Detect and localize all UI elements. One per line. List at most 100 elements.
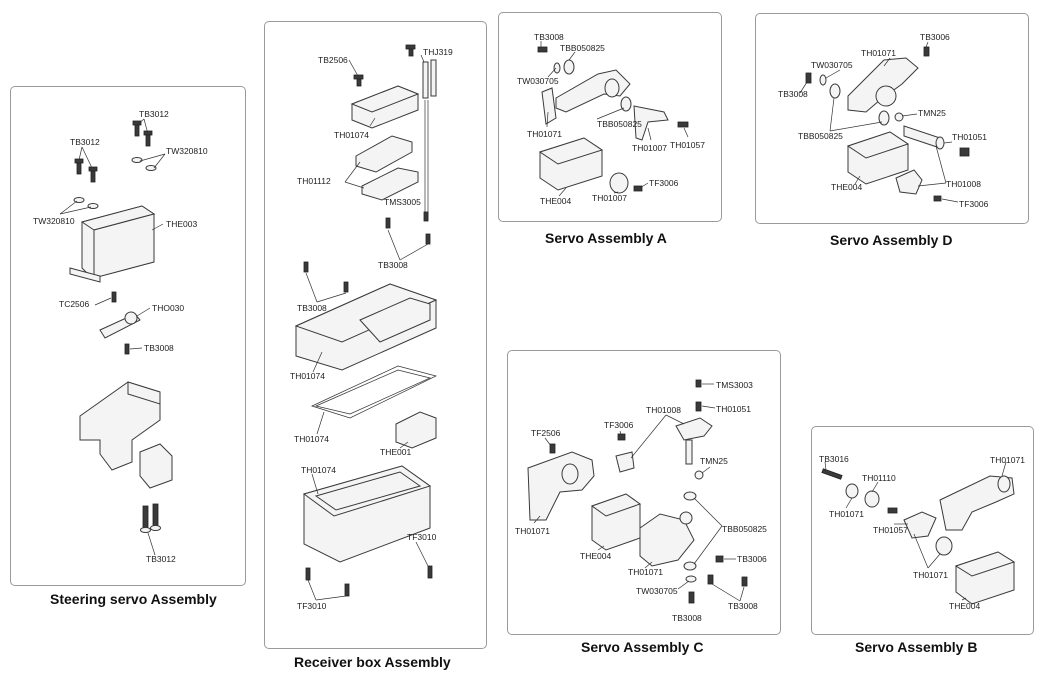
mount-bracket-icon bbox=[79, 381, 173, 533]
label-tbb050825: TBB050825 bbox=[798, 131, 843, 141]
steering-servo-title: Steering servo Assembly bbox=[50, 591, 217, 607]
label-tw030705: TW030705 bbox=[636, 586, 678, 596]
receiver-icon bbox=[395, 411, 437, 449]
label-tw030705: TW030705 bbox=[517, 76, 559, 86]
label-tf3006: TF3006 bbox=[649, 178, 679, 188]
label-th01008: TH01008 bbox=[946, 179, 981, 189]
label-th01008: TH01008 bbox=[646, 405, 681, 415]
bearing-icon bbox=[845, 483, 859, 499]
screw-icon bbox=[741, 576, 748, 587]
servo-arm-icon bbox=[633, 105, 689, 141]
receiver-box-title: Receiver box Assembly bbox=[294, 654, 451, 670]
screw-icon bbox=[305, 565, 433, 597]
label-tb3008-b: TB3008 bbox=[297, 303, 327, 313]
label-th01074-lid: TH01074 bbox=[290, 371, 325, 381]
label-tc2506: TC2506 bbox=[59, 299, 90, 309]
label-tw320810-right: TW320810 bbox=[166, 146, 208, 156]
label-the003: THE003 bbox=[166, 219, 197, 229]
servo-a-panel bbox=[498, 12, 722, 222]
servo-c-parts: TMS3003 TH01008 TH01051 TF2506 TF3006 TM… bbox=[515, 379, 767, 623]
bushing-icon bbox=[864, 490, 880, 508]
label-tms3003: TMS3003 bbox=[716, 380, 753, 390]
label-th01112: TH01112 bbox=[297, 176, 331, 186]
servo-body-icon bbox=[954, 551, 1016, 605]
screw-icon bbox=[695, 401, 702, 412]
label-the004: THE004 bbox=[540, 196, 571, 206]
label-tb3008: TB3008 bbox=[778, 89, 808, 99]
washer-icon bbox=[819, 74, 827, 86]
servo-body-icon bbox=[69, 205, 156, 283]
screw-icon bbox=[303, 211, 431, 293]
screw-icon bbox=[707, 574, 714, 585]
screw-icon bbox=[617, 433, 626, 441]
label-tf3010-left: TF3010 bbox=[297, 601, 327, 611]
receiver-box-parts: TB2506 THJ319 TH01074 TH01112 TMS3005 TB… bbox=[290, 44, 453, 611]
shaft-icon bbox=[903, 125, 970, 157]
label-tb3008-b: TB3008 bbox=[728, 601, 758, 611]
label-th01074-seal: TH01074 bbox=[294, 434, 329, 444]
screw-icon bbox=[549, 443, 556, 454]
bellcrank-icon bbox=[939, 475, 1015, 531]
label-tb3008: TB3008 bbox=[534, 32, 564, 42]
receiver-cap-icon bbox=[350, 85, 420, 129]
label-tmn25: TMN25 bbox=[918, 108, 946, 118]
servo-c-title: Servo Assembly C bbox=[581, 639, 704, 655]
label-th01051: TH01051 bbox=[716, 404, 751, 414]
label-tb3008-a: TB3008 bbox=[672, 613, 702, 623]
label-tf3010-right: TF3010 bbox=[407, 532, 437, 542]
servo-a-title: Servo Assembly A bbox=[545, 230, 667, 246]
nut-icon bbox=[694, 470, 704, 480]
screw-icon bbox=[537, 46, 548, 53]
label-tb3008: TB3008 bbox=[144, 343, 174, 353]
pivot-block-icon bbox=[639, 511, 695, 567]
label-th01074-top: TH01074 bbox=[334, 130, 369, 140]
servo-b-title: Servo Assembly B bbox=[855, 639, 978, 655]
screw-icon bbox=[715, 555, 724, 563]
box-lid-icon bbox=[294, 283, 438, 371]
servo-arm-icon bbox=[903, 511, 937, 539]
screw-icon bbox=[688, 591, 695, 604]
bearing-icon bbox=[683, 491, 697, 501]
antenna-tube-icon bbox=[422, 59, 437, 220]
servo-saver-icon bbox=[609, 172, 643, 194]
label-tho030: THO030 bbox=[152, 303, 184, 313]
label-th01007-a: TH01007 bbox=[632, 143, 667, 153]
screw-icon bbox=[353, 44, 416, 87]
bearing-icon bbox=[683, 561, 697, 571]
label-tms3005: TMS3005 bbox=[384, 197, 421, 207]
label-the004: THE004 bbox=[949, 601, 980, 611]
seal-gasket-icon bbox=[311, 365, 437, 419]
bearing-icon bbox=[878, 110, 890, 126]
label-th01071-left: TH01071 bbox=[515, 526, 550, 536]
servo-horn-icon bbox=[675, 417, 713, 465]
servo-body-icon bbox=[590, 493, 642, 551]
label-the004: THE004 bbox=[831, 182, 862, 192]
washer-icon bbox=[685, 575, 697, 583]
label-th01110: TH01110 bbox=[862, 473, 896, 483]
label-tb3012-top: TB3012 bbox=[139, 109, 169, 119]
nut-icon bbox=[894, 112, 904, 122]
label-th01071-left: TH01071 bbox=[829, 509, 864, 519]
steering-servo-panel bbox=[10, 86, 246, 586]
bearing-icon bbox=[620, 96, 632, 112]
bellcrank-icon bbox=[527, 451, 595, 521]
label-tb3012-left: TB3012 bbox=[70, 137, 100, 147]
label-th01071: TH01071 bbox=[861, 48, 896, 58]
label-tw320810-left: TW320810 bbox=[33, 216, 75, 226]
label-thj319: THJ319 bbox=[423, 47, 453, 57]
box-base-icon bbox=[302, 465, 432, 563]
bellcrank-icon bbox=[847, 46, 930, 113]
servo-d-title: Servo Assembly D bbox=[830, 232, 953, 248]
label-tbb050825: TBB050825 bbox=[722, 524, 767, 534]
label-th01071: TH01071 bbox=[527, 129, 562, 139]
screw-icon bbox=[821, 468, 843, 480]
label-th01071-mid: TH01071 bbox=[628, 567, 663, 577]
bearing-icon bbox=[563, 59, 575, 75]
label-th01057: TH01057 bbox=[670, 140, 705, 150]
servo-body-icon bbox=[846, 131, 910, 185]
label-th01007-b: TH01007 bbox=[592, 193, 627, 203]
bellcrank-icon bbox=[541, 69, 631, 125]
servo-b-parts: TB3016 TH01110 TH01071 TH01071 TH01057 T… bbox=[819, 454, 1025, 611]
servo-d-panel bbox=[755, 13, 1029, 224]
